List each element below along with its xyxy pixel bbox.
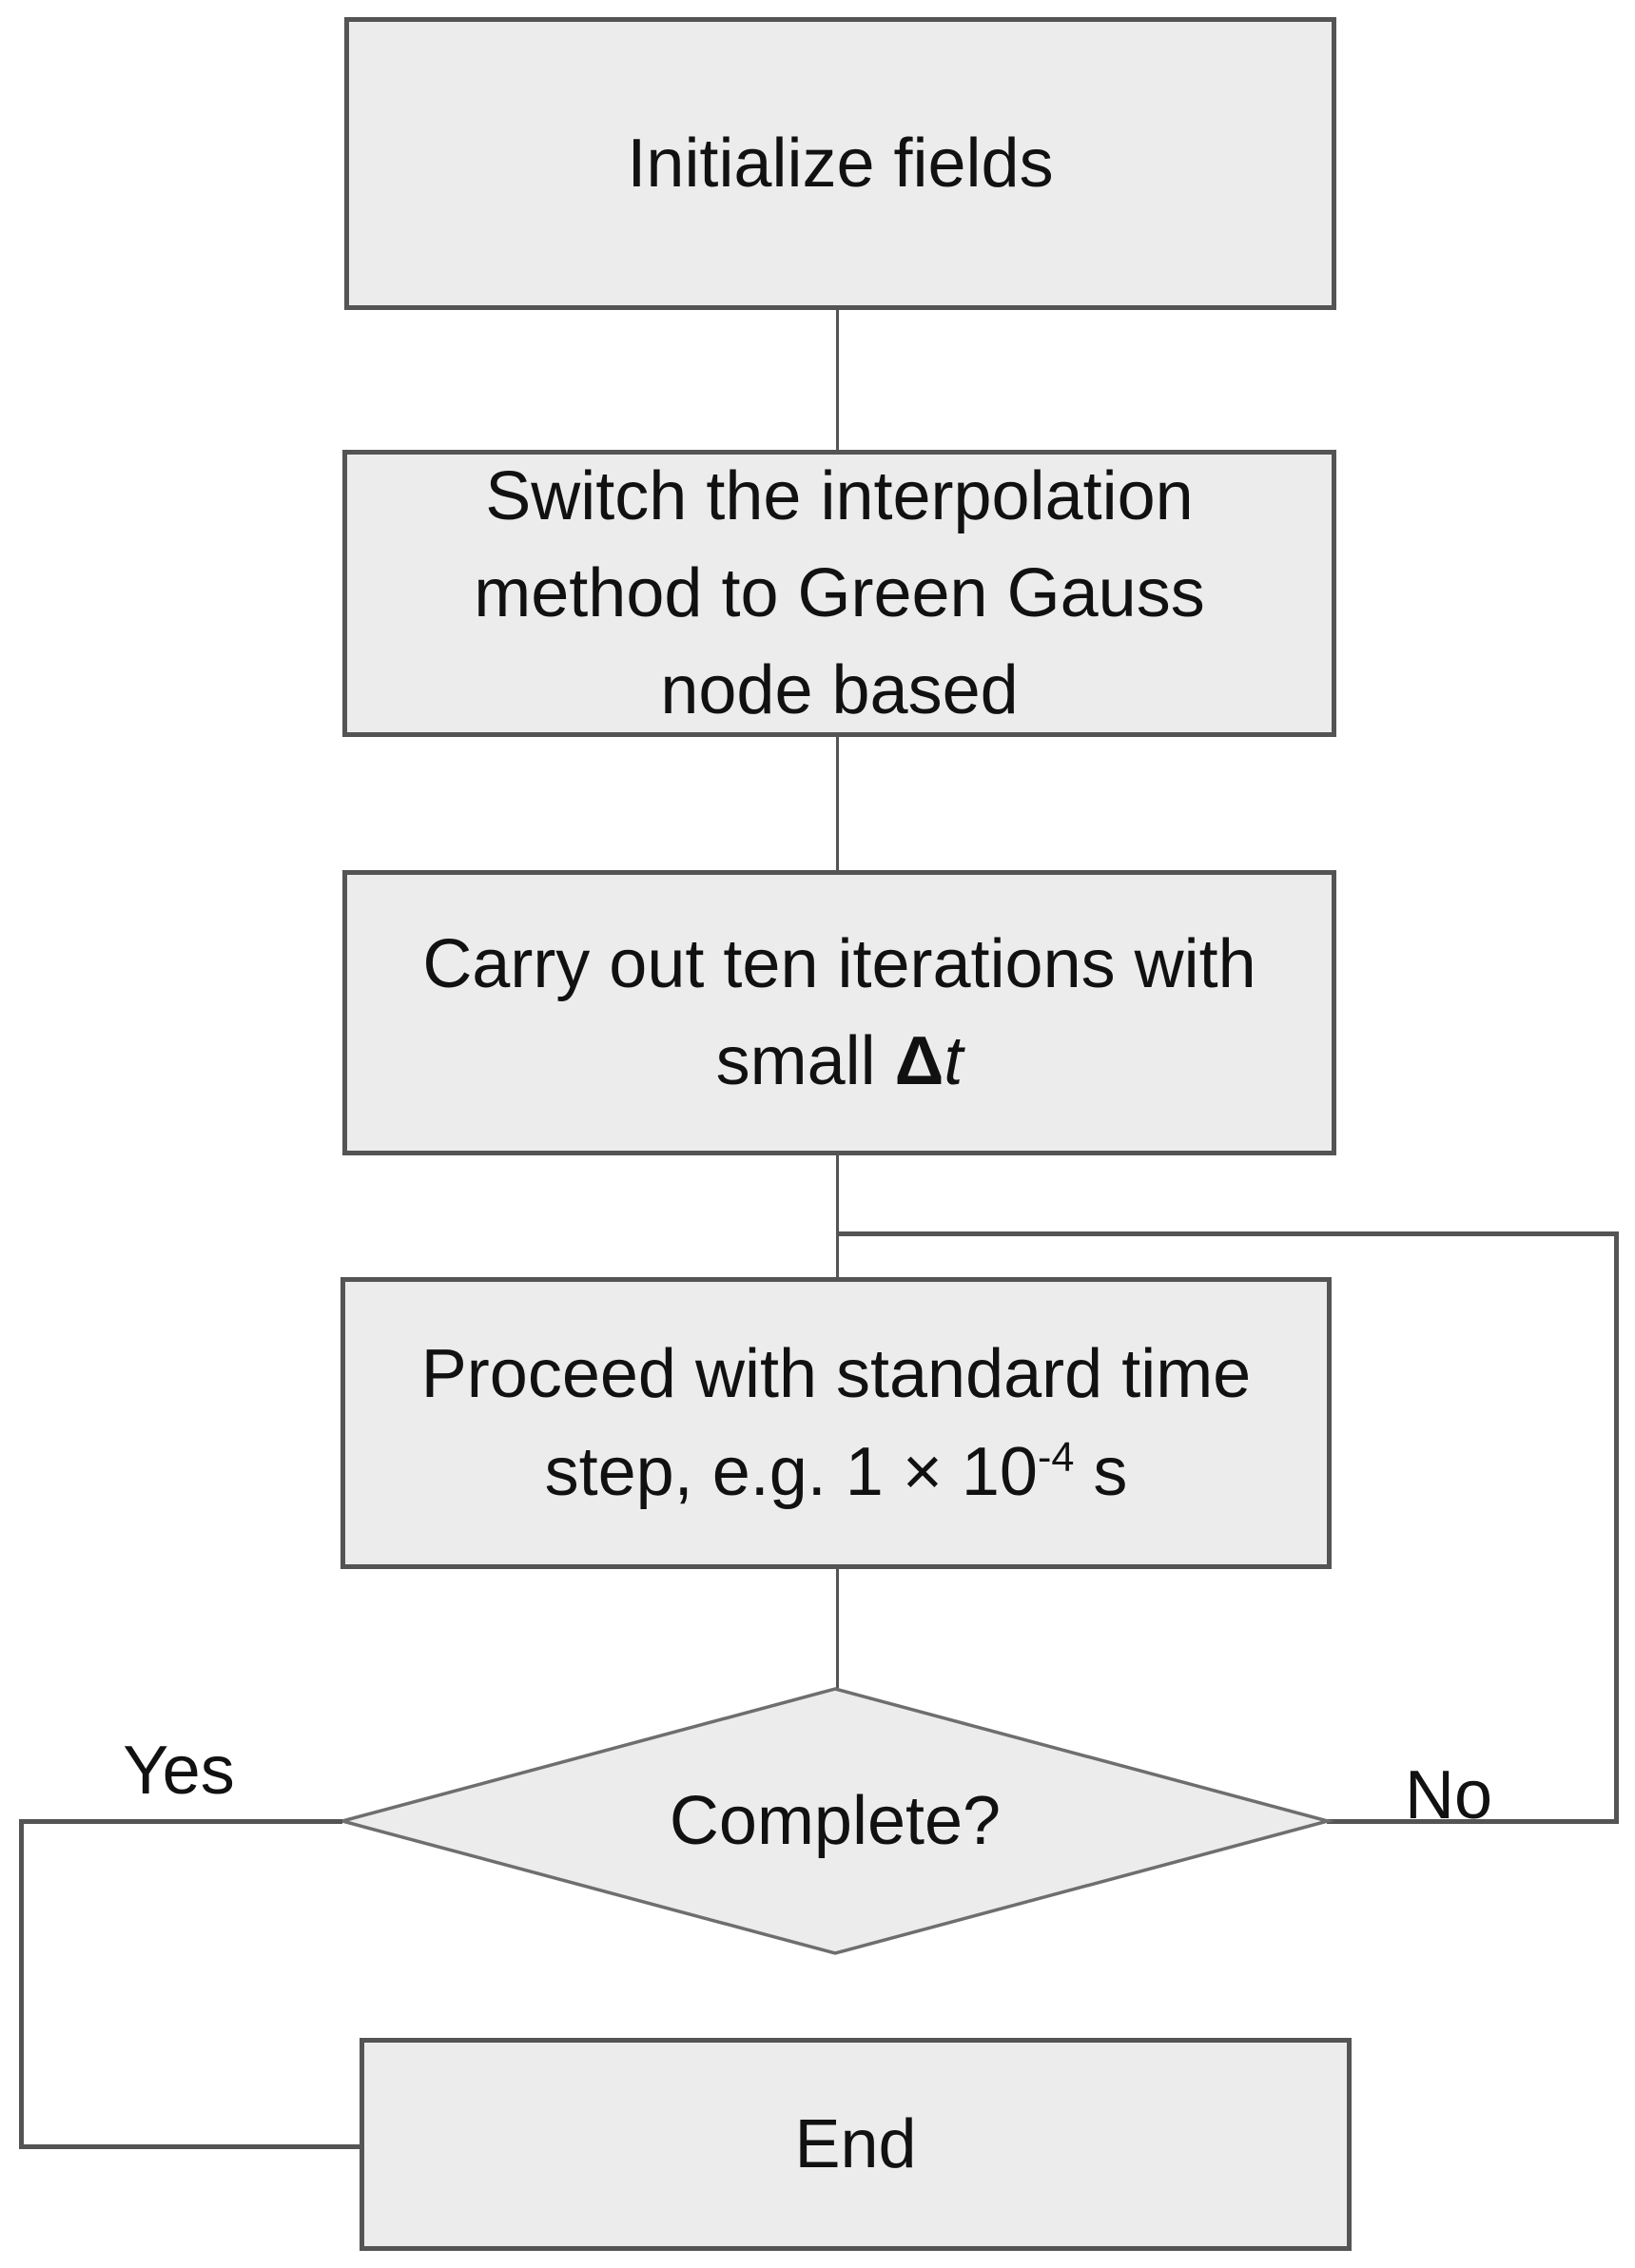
yes-branch-into-end-line xyxy=(19,2144,360,2149)
t-variable: t xyxy=(944,1023,963,1099)
node-initialize-fields: Initialize fields xyxy=(344,17,1336,310)
node-label: End xyxy=(794,2105,917,2182)
no-branch-horizontal-line xyxy=(1327,1819,1619,1824)
node-label-line: method to Green Gauss xyxy=(474,554,1205,631)
delta-symbol: Δ xyxy=(894,1023,944,1099)
decision-diamond-shape xyxy=(336,1687,1334,1955)
node-label-line: Switch the interpolation xyxy=(485,457,1194,534)
diamond-polygon xyxy=(336,1687,1334,1955)
node-label: Complete? xyxy=(669,1783,1002,1859)
connector-iterations-to-proceed xyxy=(836,1155,839,1277)
no-loop-return-horizontal-line xyxy=(836,1231,1618,1236)
node-end: End xyxy=(360,2038,1352,2251)
node-decision-complete: Complete? xyxy=(338,1684,1333,1958)
node-label-line: Proceed with standard time xyxy=(420,1336,1252,1413)
yes-branch-label: Yes xyxy=(123,1733,235,1809)
node-label: Initialize fields xyxy=(627,125,1054,202)
node-label-line: Carry out ten iterations with xyxy=(422,925,1256,1002)
exponent: -4 xyxy=(1037,1434,1075,1481)
node-proceed-standard-timestep: Proceed with standard time step, e.g. 1 … xyxy=(341,1277,1332,1569)
node-label-line: step, e.g. 1 × 10-4 s xyxy=(544,1433,1128,1510)
no-branch-label: No xyxy=(1404,1757,1493,1833)
node-label-line: node based xyxy=(660,652,1019,729)
node-ten-iterations: Carry out ten iterations with small Δt xyxy=(342,870,1336,1155)
connector-switch-to-iterations xyxy=(836,737,839,870)
connector-initialize-to-switch xyxy=(836,310,839,450)
yes-branch-horizontal-line xyxy=(19,1819,342,1824)
yes-branch-vertical-line xyxy=(19,1819,24,2149)
no-loop-right-vertical-line xyxy=(1614,1231,1619,1824)
connector-proceed-to-decision xyxy=(836,1569,839,1689)
node-switch-interpolation: Switch the interpolation method to Green… xyxy=(342,450,1336,737)
node-label-line: small Δt xyxy=(715,1023,963,1099)
